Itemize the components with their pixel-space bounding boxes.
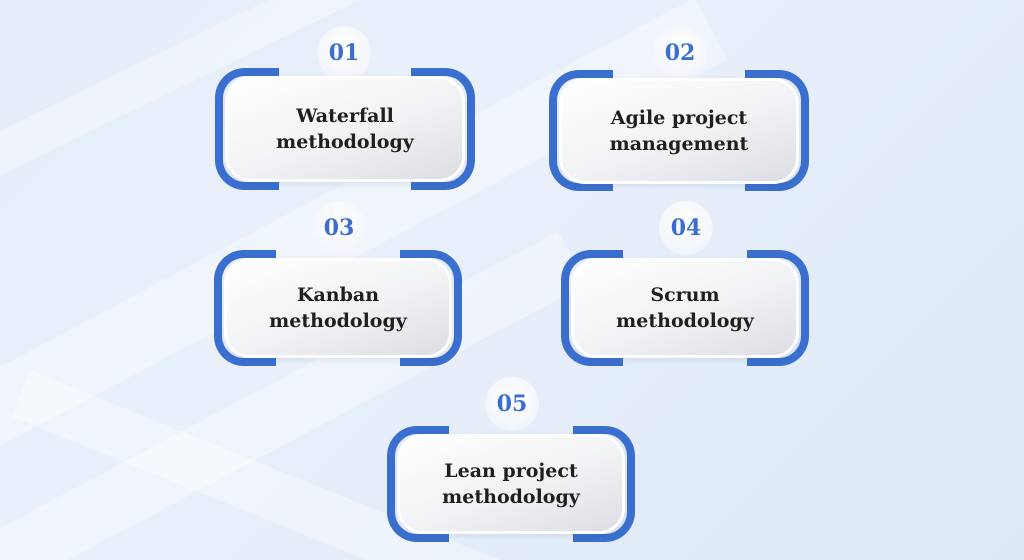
step-title-line2: methodology xyxy=(442,486,580,508)
step-number-badge: 05 xyxy=(485,377,539,431)
step-number-badge: 03 xyxy=(312,201,366,255)
left-bracket xyxy=(214,250,276,366)
step-number-badge: 04 xyxy=(659,201,713,255)
step-title-line1: Waterfall xyxy=(296,105,394,127)
step-label-box: Agile project management xyxy=(559,78,799,184)
right-bracket xyxy=(573,426,635,542)
step-label-box: Lean project methodology xyxy=(397,434,625,534)
step-title-line2: methodology xyxy=(276,131,414,153)
right-bracket xyxy=(400,250,462,366)
right-bracket xyxy=(745,70,809,191)
left-bracket xyxy=(549,70,613,191)
step-label-box: Kanban methodology xyxy=(224,258,452,358)
step-card-02: 02 Agile project management xyxy=(549,26,811,191)
step-label-box: Scrum methodology xyxy=(571,258,799,358)
step-title-line1: Kanban xyxy=(296,284,380,306)
left-bracket xyxy=(387,426,449,542)
step-label-box: Waterfall methodology xyxy=(225,76,465,182)
step-number-badge: 01 xyxy=(317,26,371,80)
step-card-01: 01 Waterfall methodology xyxy=(215,26,477,191)
left-bracket xyxy=(561,250,623,366)
left-bracket xyxy=(215,68,279,190)
step-title-line1: Lean project xyxy=(444,460,578,482)
step-card-03: 03 Kanban methodology xyxy=(214,201,464,366)
right-bracket xyxy=(411,68,475,190)
step-title-line2: methodology xyxy=(616,310,754,332)
step-number-badge: 02 xyxy=(653,26,707,80)
step-title-line1: Agile project xyxy=(610,107,748,129)
right-bracket xyxy=(747,250,809,366)
step-card-04: 04 Scrum methodology xyxy=(561,201,811,366)
step-card-05: 05 Lean project methodology xyxy=(387,377,637,542)
step-title-line2: methodology xyxy=(269,310,407,332)
step-title-line1: Scrum xyxy=(650,284,720,306)
step-title-line2: management xyxy=(609,133,749,155)
